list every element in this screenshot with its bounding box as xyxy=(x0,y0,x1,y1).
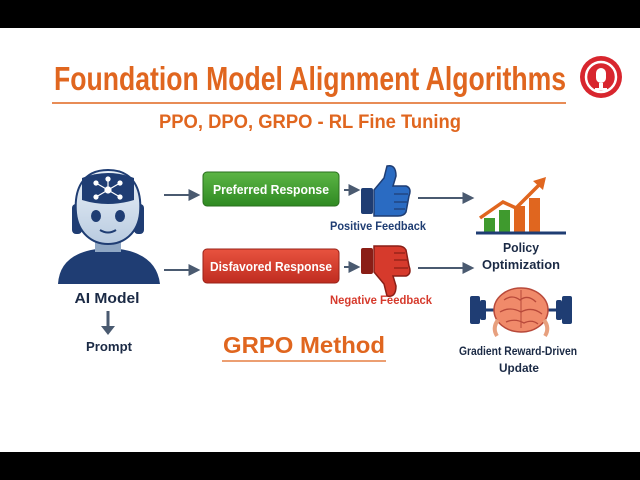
alignment-diagram: Foundation Model Alignment Algorithms PP… xyxy=(52,56,622,375)
update-label-line2: Update xyxy=(499,361,539,375)
preferred-response-box: Preferred Response xyxy=(202,171,340,207)
subtitle: PPO, DPO, GRPO - RL Fine Tuning xyxy=(159,112,461,133)
prompt-label: Prompt xyxy=(86,339,133,354)
page-title: Foundation Model Alignment Algorithms xyxy=(54,60,566,97)
podcast-mic-icon xyxy=(580,56,622,98)
policy-label-line2: Optimization xyxy=(482,257,560,272)
ai-model-label: AI Model xyxy=(75,290,140,307)
brain-barbell-icon xyxy=(470,287,572,338)
preferred-response-label: Preferred Response xyxy=(213,182,329,197)
negative-feedback-label: Negative Feedback xyxy=(330,293,432,307)
policy-label-line1: Policy xyxy=(503,240,540,255)
disfavored-response-label: Disfavored Response xyxy=(210,259,332,274)
growth-chart-icon xyxy=(476,177,566,235)
method-label: GRPO Method xyxy=(223,332,385,358)
neural-network-icon xyxy=(93,176,123,200)
positive-feedback-label: Positive Feedback xyxy=(330,219,426,233)
disfavored-response-box: Disfavored Response xyxy=(202,248,340,284)
robot-icon xyxy=(58,168,160,284)
video-frame: Foundation Model Alignment Algorithms PP… xyxy=(0,28,640,452)
thumbs-up-icon xyxy=(361,164,411,217)
update-label-line1: Gradient Reward-Driven xyxy=(459,344,577,358)
down-arrow-icon xyxy=(101,311,115,335)
thumbs-down-icon xyxy=(361,245,411,298)
